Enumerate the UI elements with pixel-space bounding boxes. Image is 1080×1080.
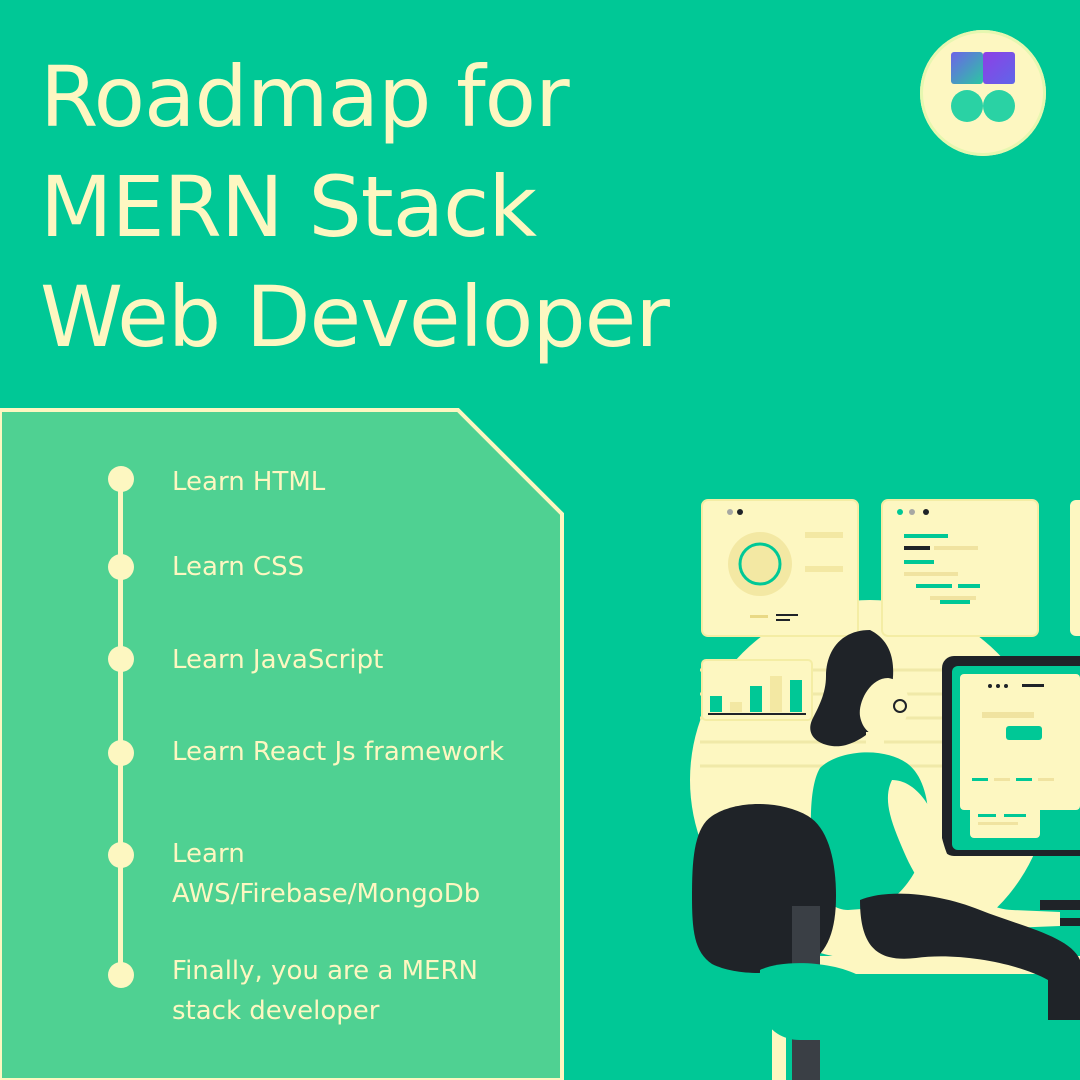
roadmap-step-1: Learn HTML <box>172 467 326 497</box>
developer <box>810 630 1080 1020</box>
timeline-dot-4 <box>108 740 134 766</box>
bar-chart-card <box>701 659 813 721</box>
title-line-1: Roadmap for <box>40 48 570 146</box>
roadmap-timeline: Learn HTML Learn CSS Learn JavaScript Le… <box>108 466 505 1026</box>
timeline-line <box>118 478 123 978</box>
logo-square-right <box>983 52 1015 84</box>
developer-at-computer-illustration <box>690 499 1080 1080</box>
roadmap-step-6: Finally, you are a MERN stack developer <box>172 956 478 1026</box>
code-card <box>881 499 1039 637</box>
timeline-dot-3 <box>108 646 134 672</box>
logo-square-left <box>951 52 983 84</box>
brand-logo-icon <box>920 30 1046 156</box>
roadmap-step-5: Learn AWS/Firebase/MongoDb <box>172 839 481 909</box>
roadmap-step-3: Learn JavaScript <box>172 645 384 675</box>
monitor <box>942 656 1080 856</box>
timeline-dot-2 <box>108 554 134 580</box>
timeline-dot-1 <box>108 466 134 492</box>
title-line-3: Web Developer <box>40 268 670 366</box>
roadmap-step-2: Learn CSS <box>172 552 305 582</box>
title-line-2: MERN Stack <box>40 158 537 256</box>
logo-circle-right <box>983 90 1015 122</box>
page-title: Roadmap for MERN Stack Web Developer <box>40 42 900 372</box>
timeline-dot-6 <box>108 962 134 988</box>
roadmap-step-4: Learn React Js framework <box>172 737 505 767</box>
logo-circle-left <box>951 90 983 122</box>
timeline-dot-5 <box>108 842 134 868</box>
settings-card <box>701 499 859 637</box>
chair <box>692 804 862 1080</box>
card-edge <box>1070 500 1080 636</box>
